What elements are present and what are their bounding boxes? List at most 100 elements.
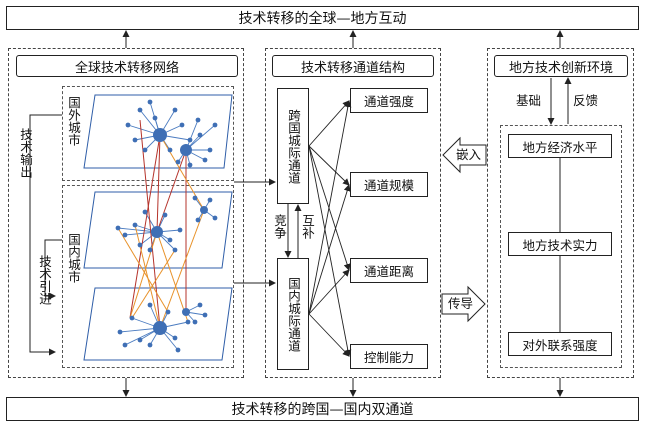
complement-label: 互补 (300, 214, 315, 239)
network-node (142, 147, 148, 153)
right-panel-title: 地方技术创新环境 (494, 55, 628, 77)
network-node (162, 212, 168, 218)
network-link-domestic (156, 231, 189, 323)
local-tech-strength: 地方技术实力 (508, 232, 612, 256)
network-hub (182, 308, 190, 316)
cross-border-label: 跨国城际通道 (286, 108, 301, 184)
channel-distance: 通道距离 (350, 258, 428, 283)
right-panel (487, 48, 634, 378)
network-link-foreign (156, 149, 187, 233)
domestic-channel: 国内城际通道 (277, 258, 309, 370)
network-link-foreign (156, 134, 161, 233)
middle-panel (265, 48, 441, 378)
network-node (175, 159, 181, 165)
network-node (212, 215, 218, 221)
network-node (187, 137, 193, 143)
network-node (167, 147, 173, 153)
network-link-domestic (131, 249, 176, 319)
network-node (115, 225, 121, 231)
external-link-strength-label: 对外联系强度 (522, 337, 598, 353)
basis-label: 基础 (516, 93, 542, 108)
network-link-domestic (159, 209, 205, 329)
network-node (152, 115, 158, 121)
foreign-city-group (62, 86, 234, 181)
bottom-bar-label: 技术转移的跨国—国内双通道 (231, 402, 414, 418)
network-node (207, 197, 213, 203)
network-node (212, 122, 218, 128)
local-environment-group (500, 125, 622, 368)
network-node (202, 312, 208, 318)
network-node (207, 147, 213, 153)
network-link-domestic (129, 231, 158, 319)
domestic-label: 国内城际通道 (286, 276, 301, 352)
network-node (122, 232, 128, 238)
tech-output-label: 技术输出 (18, 128, 33, 178)
external-link-strength: 对外联系强度 (508, 332, 612, 356)
network-node (192, 319, 198, 325)
network-node (197, 302, 203, 308)
channel-scale: 通道规模 (350, 172, 428, 197)
local-economy-label: 地方经济水平 (522, 139, 598, 155)
network-node (177, 227, 183, 233)
network-link-domestic (134, 224, 161, 329)
network-node (179, 122, 185, 128)
top-bar-label: 技术转移的全球—地方互动 (238, 11, 407, 27)
network-edge (185, 124, 216, 151)
domestic-city-label: 国内城市 (66, 233, 81, 283)
network-node (202, 157, 208, 163)
channel-distance-label: 通道距离 (363, 264, 414, 279)
middle-panel-title-label: 技术转移通道结构 (300, 60, 405, 76)
cross-border-channel: 跨国城际通道 (277, 88, 309, 204)
left-panel (8, 48, 244, 378)
channel-strength: 通道强度 (350, 88, 428, 113)
foreign-city-label: 国外城市 (66, 96, 81, 146)
network-node (187, 162, 193, 168)
compete-label: 竞争 (272, 214, 287, 239)
network-node (147, 99, 153, 105)
network-node (195, 117, 201, 123)
network-node (167, 237, 173, 243)
network-node (137, 107, 143, 113)
network-hub (180, 144, 192, 156)
network-node (117, 329, 123, 335)
network-node (147, 342, 153, 348)
city-network (83, 94, 233, 361)
channel-strength-label: 通道强度 (363, 94, 414, 109)
embed-label: 嵌入 (456, 147, 482, 162)
network-hub (153, 321, 167, 335)
network-node (175, 347, 181, 353)
network-node (132, 137, 138, 143)
network-plane-1 (83, 94, 233, 169)
network-node (195, 217, 201, 223)
control-ability-label: 控制能力 (363, 350, 414, 365)
right-panel-title-label: 地方技术创新环境 (508, 60, 613, 76)
network-node (137, 242, 143, 248)
network-node (172, 335, 178, 341)
transmit-label: 传导 (448, 296, 474, 311)
left-panel-title-label: 全球技术转移网络 (74, 60, 179, 76)
network-hub (151, 226, 163, 238)
local-tech-strength-label: 地方技术实力 (522, 237, 598, 253)
network-node (172, 107, 178, 113)
network-node (129, 315, 135, 321)
network-node (172, 247, 178, 253)
bottom-bar: 技术转移的跨国—国内双通道 (6, 397, 639, 421)
network-node (137, 337, 143, 343)
network-link-domestic (117, 227, 169, 313)
network-hub (153, 128, 167, 142)
network-link-foreign (129, 134, 161, 319)
channel-scale-label: 通道规模 (363, 178, 414, 193)
network-hub (200, 206, 208, 214)
network-node (185, 319, 191, 325)
feedback-label: 反馈 (573, 93, 599, 108)
network-node (147, 302, 153, 308)
network-node (192, 195, 198, 201)
network-node (122, 342, 128, 348)
network-node (197, 132, 203, 138)
local-economy: 地方经济水平 (508, 134, 612, 158)
control-ability: 控制能力 (350, 344, 428, 369)
network-node (165, 309, 171, 315)
network-node (147, 247, 153, 253)
middle-panel-title: 技术转移通道结构 (272, 55, 434, 77)
